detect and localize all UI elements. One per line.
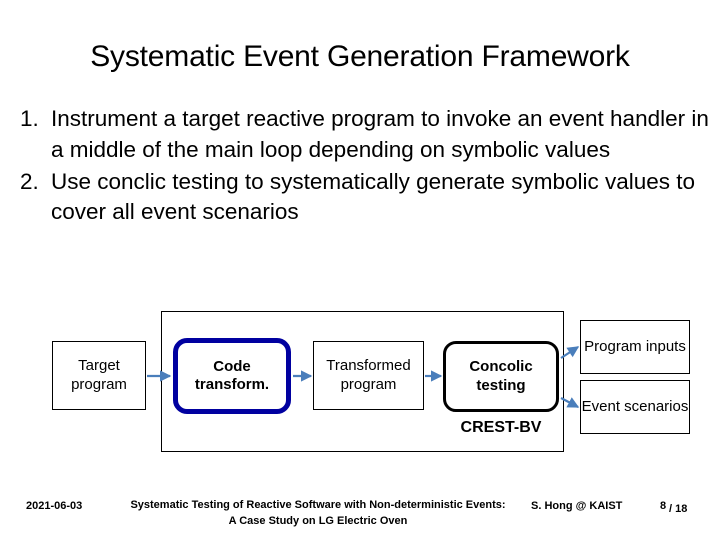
slide-footer: 2021-06-03 Systematic Testing of Reactiv… [0, 496, 720, 536]
footer-paper-title-line2: A Case Study on LG Electric Oven [228, 514, 408, 527]
footer-page-total: 18 [675, 503, 688, 515]
footer-page-current: 8 [660, 500, 667, 512]
diagram-box-concolic-testing: Concolic testing [443, 341, 559, 412]
body-content-list: 1. Instrument a target reactive program … [20, 104, 710, 229]
page-title: Systematic Event Generation Framework [90, 40, 630, 73]
list-item-marker: 1. [20, 106, 39, 131]
footer-author: S. Hong @ KAIST [531, 500, 623, 512]
diagram-box-program-inputs: Program inputs [580, 320, 690, 374]
diagram-box-code-transform: Code transform. [173, 338, 291, 414]
list-item-text: Instrument a target reactive program to … [51, 106, 709, 162]
footer-page-separator: / [669, 503, 673, 515]
footer-paper-title: Systematic Testing of Reactive Software … [108, 498, 528, 530]
list-item-marker: 2. [20, 168, 39, 194]
list-item: 2. Use conclic testing to systematically… [20, 167, 710, 229]
footer-paper-title-line1: Systematic Testing of Reactive Software … [130, 499, 506, 511]
diagram-box-event-scenarios: Event scenarios [580, 380, 690, 434]
footer-page-number: 8/ 18 [660, 500, 687, 515]
footer-date: 2021-06-03 [26, 500, 83, 512]
diagram-box-transformed-program: Transformed program [313, 341, 424, 410]
diagram-caption-crest-bv: CREST-BV [460, 419, 542, 436]
diagram-box-target-program: Target program [52, 341, 146, 410]
list-item-text: Use conclic testing to systematically ge… [51, 168, 696, 225]
arrow-concolic-to-event-scenarios [560, 397, 580, 408]
list-item: 1. Instrument a target reactive program … [20, 104, 710, 166]
arrow-concolic-to-program-inputs [560, 346, 580, 359]
